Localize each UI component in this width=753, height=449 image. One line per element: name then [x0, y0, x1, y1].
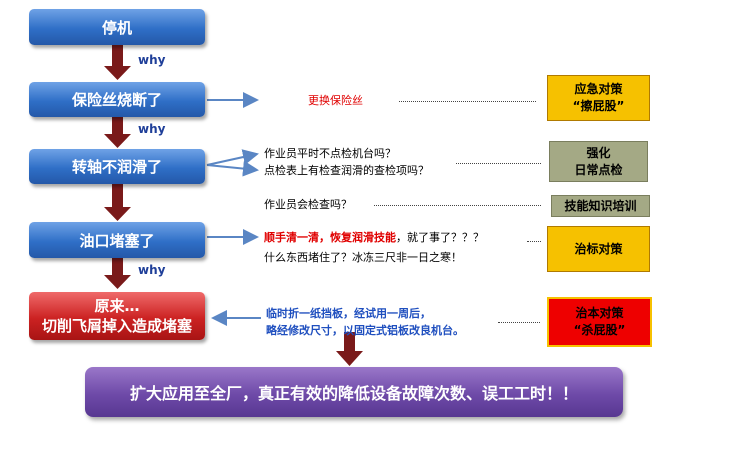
leader-root: [498, 322, 540, 323]
box-training: 技能知识培训: [551, 195, 650, 217]
box-root-line1: 治本对策: [575, 306, 624, 320]
leader-oil: [527, 241, 541, 242]
leader-fuse: [399, 101, 536, 102]
leader-check: [374, 205, 541, 206]
step-shaft-unlubricated: 转轴不润滑了: [29, 149, 205, 184]
down-arrow-2: [104, 117, 131, 148]
step-root-cause: 原来… 切削飞屑掉入造成堵塞: [29, 292, 205, 340]
note-oil-red: 顺手清一清，恢复润滑技能: [264, 231, 396, 244]
why-label-3: why: [138, 263, 166, 277]
step-oil-port-blocked: 油口堵塞了: [29, 222, 205, 258]
step-fuse-blown: 保险丝烧断了: [29, 82, 205, 117]
box-strengthen: 强化 日常点检: [549, 141, 648, 182]
box-root-line2: “杀屁股”: [573, 323, 626, 337]
note-shaft-line2: 点检表上有检查润滑的查检项吗？: [264, 164, 429, 177]
note-shaft-line1: 作业员平时不点检机台吗？: [264, 147, 396, 160]
box-emergency-line1: 应急对策: [574, 82, 623, 96]
note-root-line1: 临时折一纸挡板，经试用一周后，: [266, 307, 431, 320]
arrow-shaft-2: [206, 160, 259, 177]
note-check: 作业员会检查吗？: [264, 198, 352, 211]
note-replace-fuse: 更换保险丝: [308, 94, 363, 107]
down-arrow-3: [104, 184, 131, 221]
box-strengthen-line2: 日常点检: [574, 162, 623, 177]
why-label-2: why: [138, 122, 166, 136]
box-root: 治本对策 “杀屁股”: [547, 297, 652, 347]
why-label-1: why: [138, 53, 166, 67]
arrow-shaft-1: [206, 149, 259, 166]
final-banner: 扩大应用至全厂，真正有效的降低设备故障次数、误工工时！！: [85, 367, 623, 417]
note-root-line2: 略经修改尺寸，以固定式铝板改良机台。: [266, 324, 464, 337]
note-oil-line2: 什么东西堵住了？冰冻三尺非一日之寒！: [264, 251, 462, 264]
root-cause-line2: 切削飞屑掉入造成堵塞: [41, 317, 192, 335]
root-cause-line1: 原来…: [94, 297, 140, 315]
box-emergency-line2: “擦屁股”: [572, 99, 625, 113]
down-arrows: [104, 45, 363, 366]
down-arrow-4: [104, 258, 131, 289]
note-oil-black: ，就了事了？？？: [396, 231, 484, 244]
box-symptom: 治标对策: [547, 226, 650, 272]
down-arrow-5: [336, 332, 363, 366]
box-strengthen-line1: 强化: [586, 145, 611, 160]
leader-shaft: [456, 163, 541, 164]
step-shutdown: 停机: [29, 9, 205, 45]
down-arrow-1: [104, 45, 131, 80]
note-oil-line1: 顺手清一清，恢复润滑技能，就了事了？？？: [264, 230, 484, 246]
box-emergency: 应急对策 “擦屁股”: [547, 75, 650, 121]
